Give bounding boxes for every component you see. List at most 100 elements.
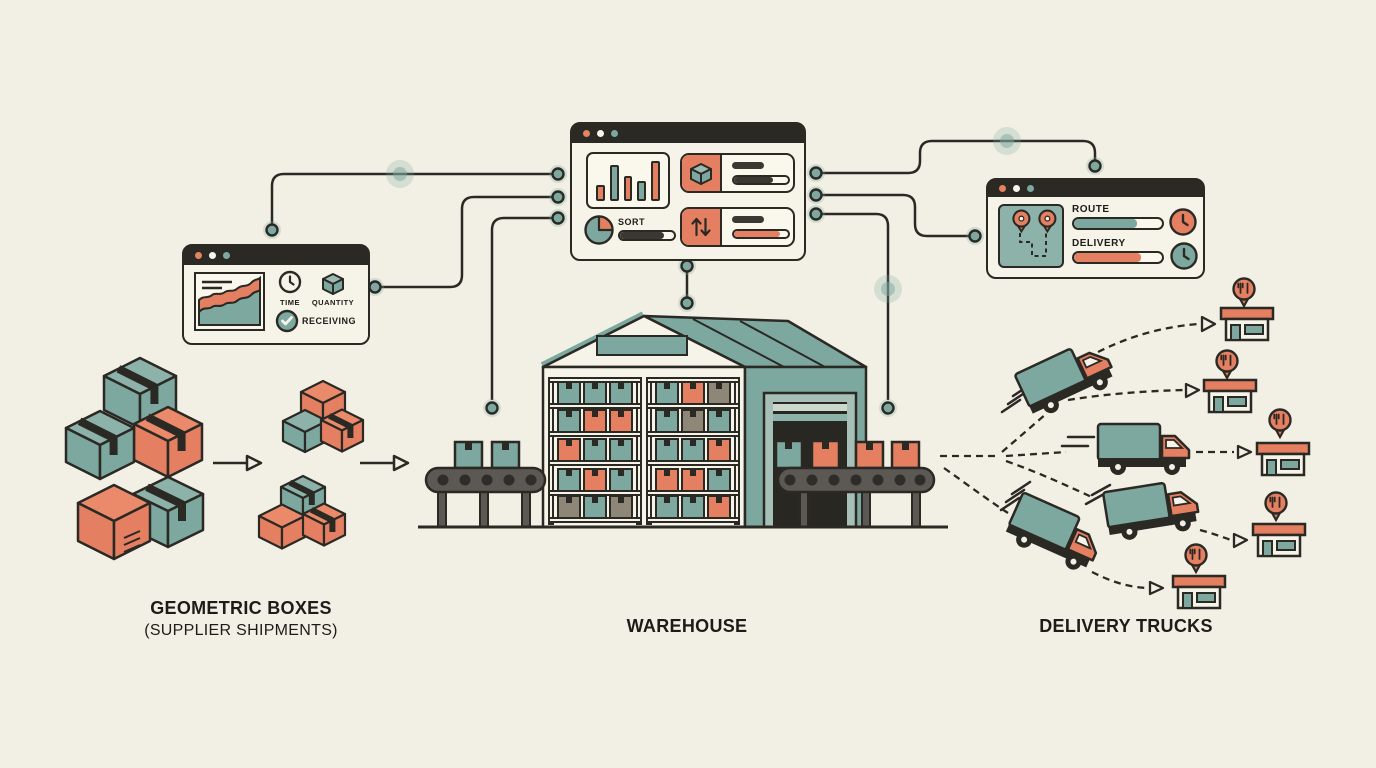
conveyor-box [890,440,921,470]
progress-fill [734,231,781,237]
shipment-card [680,153,795,193]
sort-label: SORT [618,217,646,227]
store-pin-icon [1232,277,1256,308]
connector-node [481,397,503,419]
route-progress-bar [1072,217,1164,230]
glow-dot [993,127,1021,155]
receiving-window: TIME QUANTITY RECEIVING [182,244,370,345]
cube-icon [690,163,712,185]
flow-arrow [213,454,263,472]
pie-chart-icon [584,215,614,245]
connector-node [805,203,827,225]
sorting-window: SORT [570,122,806,261]
window-dot-teal [223,252,230,259]
card-icon-area [682,209,722,245]
delivery-caption: DELIVERY TRUCKS [1039,616,1213,636]
supplier-caption-subtitle: (SUPPLIER SHIPMENTS) [144,622,338,639]
flow-arrow [360,454,410,472]
window-titlebar [572,124,804,143]
progress-fill [620,232,665,239]
route-label: ROUTE [1072,204,1110,215]
connector-node [676,292,698,314]
store-pin-icon [1268,408,1292,439]
connector-node [261,219,283,241]
card-progress-bar [732,229,790,239]
storage-rack-left [548,377,642,525]
delivery-truck [1001,491,1108,578]
delivery-network [940,277,1311,610]
warehouse [418,311,948,529]
storage-rack-right [646,377,740,525]
connector-line [490,216,558,400]
box-notches [664,382,722,503]
box-cluster-bottom [257,474,347,550]
connector-line [816,139,1097,175]
sort-progress-bar [618,230,676,241]
route-arrowhead [1184,382,1201,399]
glow-dot [386,160,414,188]
receiving-label: RECEIVING [302,316,357,326]
area-chart [198,275,261,326]
store [1219,306,1275,342]
window-titlebar [184,246,368,265]
box-cluster-top [281,379,365,454]
window-dot-white [1013,185,1020,192]
clock-icon-teal [1170,242,1198,270]
delivery-truck [1096,422,1191,477]
window-dot-orange [583,130,590,137]
store-pin-icon [1184,543,1208,574]
store [1251,522,1307,558]
route-arrowheads [1148,315,1253,596]
progress-fill [1074,253,1141,262]
delivery-label: DELIVERY [1072,238,1126,249]
time-label: TIME [280,298,300,307]
window-dot-orange [999,185,1006,192]
connector-node [547,163,569,185]
window-dot-teal [611,130,618,137]
text-pill [732,162,764,169]
supplier-box-pile [64,356,205,561]
sort-arrows-icon [691,217,711,237]
box-notches [566,382,624,503]
clock-icon-orange [1169,208,1197,236]
text-pill [732,216,764,223]
window-titlebar [988,180,1203,197]
connector-line [375,195,552,289]
flow-arrows [213,454,410,472]
store [1202,378,1258,414]
supplier-box-clusters [257,379,365,550]
route-arrowhead [1232,532,1249,549]
quantity-label: QUANTITY [311,298,355,307]
cube-icon [322,273,344,295]
delivery-truck [1101,476,1203,545]
check-icon [275,309,299,333]
bar-chart [596,160,660,201]
bar [623,175,633,201]
clock-icon [278,270,302,294]
delivery-progress-bar [1072,251,1164,264]
connector-node [805,162,827,184]
store-pin-icon [1264,491,1288,522]
connector-line [816,193,969,238]
supplier-caption-title: GEOMETRIC BOXES [150,598,332,618]
store [1255,441,1311,477]
conveyor-inbound [424,440,547,528]
card-content [722,155,793,191]
card-progress-bar [732,175,790,185]
connector-lines [270,139,1097,400]
area-chart-panel [194,272,265,331]
card-icon-area [682,155,722,191]
roof-stripes [692,318,826,368]
connector-node [805,184,827,206]
connector-line [816,212,890,400]
route-arrowhead [1200,315,1217,333]
window-dot-teal [1027,185,1034,192]
window-dot-orange [195,252,202,259]
progress-fill [734,177,773,183]
bar [596,185,605,201]
sort-card [680,207,795,247]
connector-line [270,172,552,226]
bar [637,180,647,201]
